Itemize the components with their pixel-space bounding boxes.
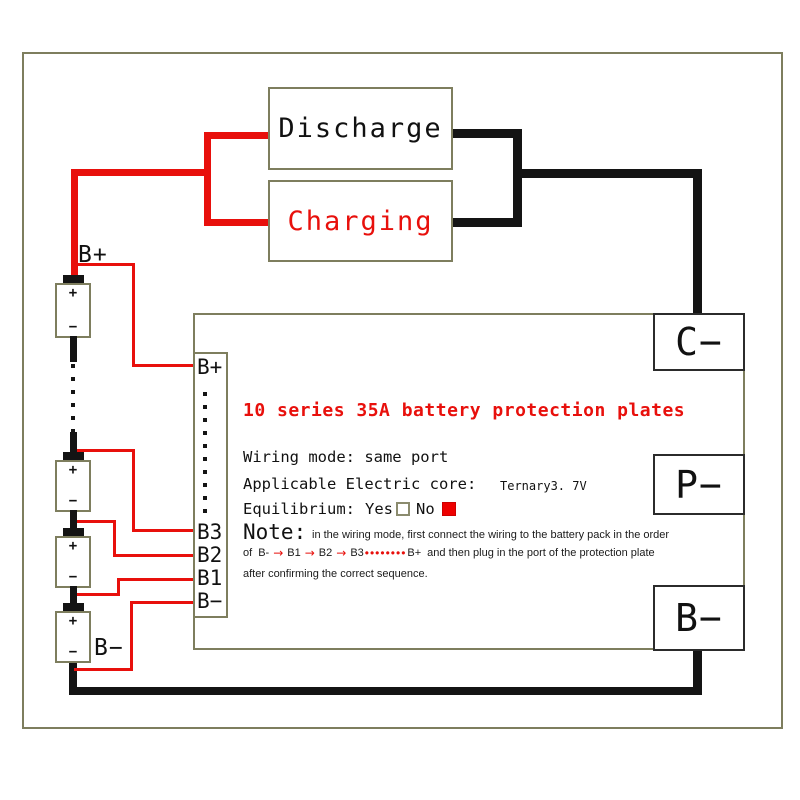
- note-seq-b-plus: B+: [407, 547, 422, 559]
- wire-sense-b3-2: [132, 449, 135, 532]
- cell2-bottom-stub: [70, 510, 77, 530]
- wire-black-branch: [513, 169, 702, 178]
- battery-cell-1: + −: [55, 283, 91, 338]
- battery-cell-3: + −: [55, 536, 91, 588]
- cell4-terminal-cap: [63, 603, 84, 612]
- equilibrium-no-checkbox: [441, 502, 456, 516]
- note-arrow-icon: →: [304, 546, 315, 560]
- wire-black-pack-negative: [69, 662, 77, 692]
- note-arrow-icon: →: [336, 546, 347, 560]
- battery-cell-2: + −: [55, 460, 91, 512]
- wire-black-discharge-right: [453, 129, 522, 138]
- pack-b-minus-label: B−: [94, 635, 124, 661]
- wire-sense-bplus-3: [132, 364, 194, 367]
- wire-sense-b2-1: [74, 520, 116, 523]
- wire-sense-bminus-3: [130, 601, 194, 604]
- wire-red-to-pack-positive: [71, 169, 78, 279]
- cell3-bottom-stub: [70, 586, 77, 605]
- battery-cell-4: + −: [55, 611, 91, 663]
- equilibrium-yes-label: Yes: [364, 500, 393, 518]
- wire-red-branch: [71, 169, 211, 176]
- terminal-b3: B3: [197, 520, 223, 544]
- equilibrium-label: Equilibrium:: [243, 500, 355, 518]
- note-seq-b3: B3: [350, 547, 364, 559]
- wire-sense-b3-1: [74, 449, 135, 452]
- wire-black-bottom: [69, 687, 702, 695]
- b-minus-port-box: B−: [653, 585, 745, 651]
- c-minus-port-box: C−: [653, 313, 745, 371]
- board-title: 10 series 35A battery protection plates: [243, 400, 686, 421]
- cell2-plus-sign: +: [68, 462, 78, 478]
- discharge-label: Discharge: [278, 113, 443, 144]
- note-seq-b2: B2: [318, 547, 333, 559]
- wire-sense-bplus-1: [74, 263, 135, 266]
- wire-sense-bminus-1: [74, 668, 133, 671]
- c-minus-label: C−: [675, 320, 723, 364]
- wire-black-from-b-minus-port: [693, 651, 702, 695]
- terminal-b-minus: B−: [197, 589, 223, 613]
- note-of-word: of: [243, 547, 253, 559]
- terminal-ellipsis-dots: [203, 392, 207, 516]
- note-line2-rest: and then plug in the port of the protect…: [427, 547, 655, 559]
- cell1-minus-sign: −: [68, 319, 78, 335]
- terminal-b1: B1: [197, 566, 223, 590]
- charging-label: Charging: [287, 205, 434, 237]
- note-arrow-icon: →: [273, 546, 284, 560]
- note-line1: in the wiring mode, first connect the wi…: [312, 529, 670, 541]
- wire-sense-b1-3: [117, 578, 194, 581]
- electric-core-label: Applicable Electric core:: [243, 475, 477, 493]
- note-seq-b-minus: B-: [258, 547, 270, 559]
- wire-sense-b2-2: [113, 520, 116, 557]
- cell4-minus-sign: −: [68, 644, 78, 660]
- cell3-plus-sign: +: [68, 538, 78, 554]
- equilibrium-row: Equilibrium: Yes No: [243, 500, 456, 518]
- outer-frame: [22, 52, 783, 729]
- electric-core-value: Ternary3. 7V: [500, 479, 587, 493]
- wire-red-to-charging: [204, 219, 268, 226]
- equilibrium-no-label: No: [415, 500, 435, 518]
- discharge-box: Discharge: [268, 87, 453, 170]
- note-seq-b1: B1: [287, 547, 301, 559]
- cell2-terminal-cap: [63, 452, 84, 461]
- wire-sense-b1-2: [117, 578, 120, 596]
- wire-sense-b1-1: [74, 593, 120, 596]
- cell3-minus-sign: −: [68, 569, 78, 585]
- terminal-b2: B2: [197, 543, 223, 567]
- cell1-bottom-stub: [70, 336, 77, 362]
- wire-red-to-discharge: [204, 132, 268, 139]
- b-minus-label: B−: [675, 596, 723, 640]
- cell2-top-stub: [70, 432, 77, 456]
- note-label: Note:: [243, 520, 307, 544]
- wiring-mode-line: Wiring mode: same port: [243, 448, 449, 466]
- wire-black-spine: [513, 129, 522, 227]
- cell1-plus-sign: +: [68, 285, 78, 301]
- wire-sense-bminus-2: [130, 601, 133, 671]
- terminal-b-plus: B+: [197, 355, 223, 379]
- cell2-minus-sign: −: [68, 493, 78, 509]
- battery-ellipsis-dots: [71, 364, 75, 434]
- note-ellipsis-dots: ••••••••: [364, 546, 407, 560]
- wire-black-to-c-minus: [693, 169, 702, 315]
- cell3-terminal-cap: [63, 528, 84, 537]
- wire-sense-bplus-2: [132, 263, 135, 367]
- wire-red-spine: [204, 132, 211, 226]
- equilibrium-yes-checkbox: [395, 502, 410, 516]
- pack-b-plus-label: B+: [78, 242, 108, 268]
- p-minus-label: P−: [675, 462, 723, 507]
- wire-sense-b2-3: [113, 554, 194, 557]
- p-minus-port-box: P−: [653, 454, 745, 515]
- note-line2: of B- → B1 → B2 → B3 •••••••• B+ and the…: [243, 546, 655, 560]
- cell4-plus-sign: +: [68, 613, 78, 629]
- wire-black-charging-right: [453, 218, 522, 227]
- charging-box: Charging: [268, 180, 453, 262]
- wire-sense-b3-3: [132, 529, 194, 532]
- terminal-column: [193, 352, 228, 618]
- cell1-terminal-cap: [63, 275, 84, 284]
- note-line3: after confirming the correct sequence.: [243, 568, 428, 580]
